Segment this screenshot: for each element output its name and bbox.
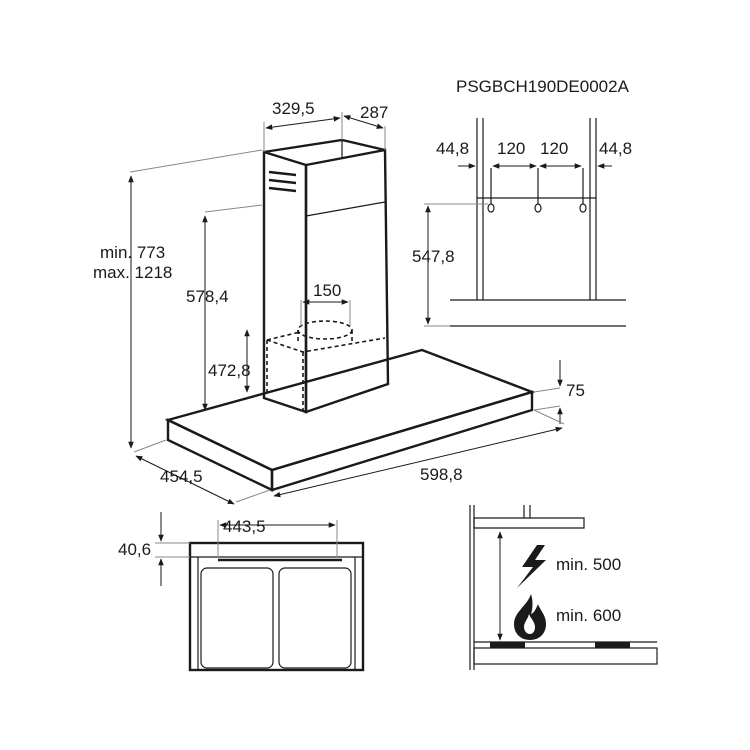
- bracket-mount-height: 547,8: [412, 247, 455, 266]
- burner-right: [595, 642, 630, 648]
- bracket-left-margin: 44,8: [436, 139, 469, 158]
- dim-height-min: min. 773: [100, 243, 165, 262]
- clearance-gas: min. 600: [556, 606, 621, 625]
- screw-holes: [487, 168, 587, 213]
- bracket-spacing-1: 120: [497, 139, 525, 158]
- dim-hood-width: 598,8: [420, 465, 463, 484]
- bracket-right-margin: 44,8: [599, 139, 632, 158]
- burner-left: [490, 642, 525, 648]
- dim-height-max: max. 1218: [93, 263, 172, 282]
- vent-slots: [268, 170, 297, 193]
- bracket-spacing-2: 120: [540, 139, 568, 158]
- dim-hood-thickness: 75: [566, 381, 585, 400]
- model-code: PSGBCH190DE0002A: [456, 77, 630, 96]
- dim-motor-height: 472,8: [208, 361, 251, 380]
- motor-box-hidden: [266, 320, 386, 412]
- dim-chimney-depth: 287: [360, 103, 388, 122]
- dim-hood-depth: 454,5: [160, 467, 203, 486]
- grease-filter-left: [200, 567, 274, 669]
- lightning-icon: [517, 545, 546, 588]
- front-view: 443,5 40,6: [118, 512, 365, 672]
- hood-main-view: 329,5 287 min. 773 max. 1218 578,4 150 4…: [93, 99, 585, 505]
- dim-outlet-diameter: 150: [313, 281, 341, 300]
- hood-canopy-side: [270, 390, 534, 492]
- dim-chimney-width: 329,5: [272, 99, 315, 118]
- clearance-electric: min. 500: [556, 555, 621, 574]
- chimney-front: [262, 150, 308, 414]
- dim-front-height: 40,6: [118, 540, 151, 559]
- dim-filter-width: 443,5: [223, 517, 266, 536]
- clearance-view: min. 500 min. 600: [469, 505, 658, 670]
- dim-upper-height: 578,4: [186, 287, 229, 306]
- chimney-side: [304, 148, 390, 414]
- flame-icon: [514, 594, 546, 640]
- grease-filter-right: [278, 567, 352, 669]
- bracket-view: 44,8 120 120 44,8 547,8: [412, 118, 632, 327]
